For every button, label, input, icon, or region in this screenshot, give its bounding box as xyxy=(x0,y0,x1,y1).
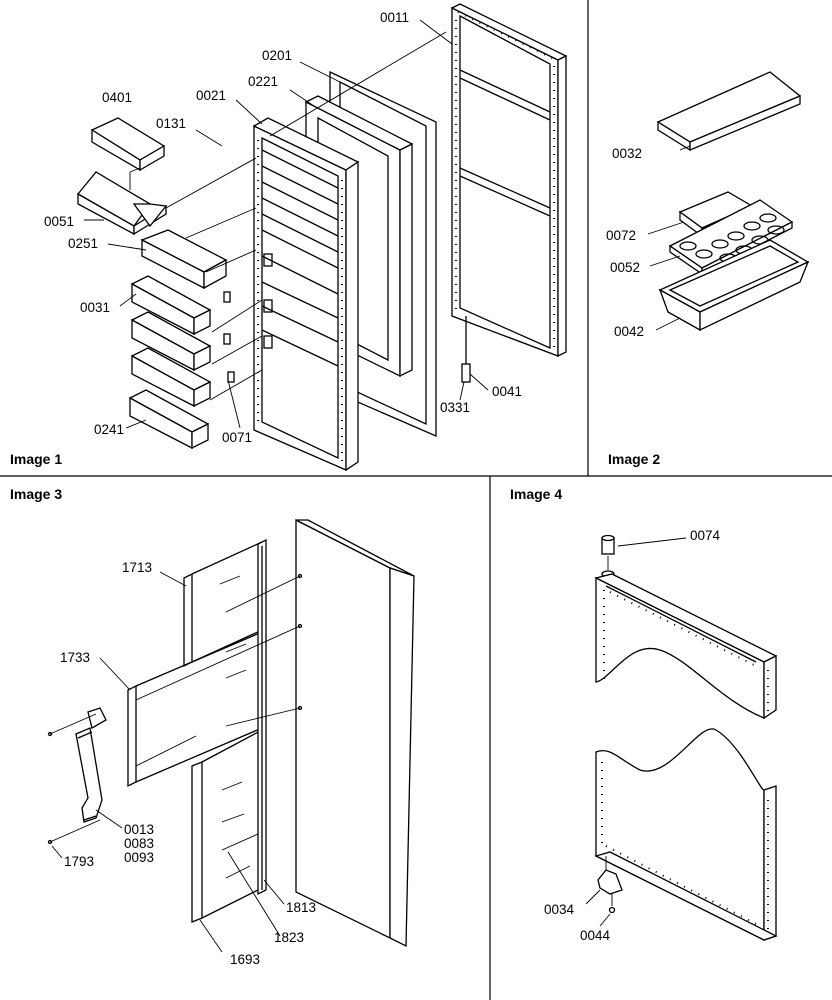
callout-0021: 0021 xyxy=(196,88,226,103)
hinge-bushing xyxy=(461,363,471,383)
callout-0041: 0041 xyxy=(492,384,522,399)
door-bin-0031-lower xyxy=(130,347,212,408)
bin-clip xyxy=(223,291,231,303)
image-3-handle-assembly xyxy=(47,518,415,953)
callout-0072: 0072 xyxy=(606,228,636,243)
door-bin-0241 xyxy=(128,389,210,450)
door-handle-0013 xyxy=(75,707,107,823)
top-hinge-pin-0074 xyxy=(601,534,687,578)
callout-1693: 1693 xyxy=(230,952,260,967)
crisper-bin-0042 xyxy=(658,239,810,332)
dairy-bin-0051 xyxy=(77,171,168,236)
callout-0052: 0052 xyxy=(610,260,640,275)
image-3-screw-lines xyxy=(47,573,303,879)
callout-0034: 0034 xyxy=(544,902,575,917)
trim-rail-1713 xyxy=(183,541,263,668)
trim-rail-1693 xyxy=(191,729,263,923)
image-2-accessories xyxy=(647,71,810,332)
callout-1813: 1813 xyxy=(286,900,316,915)
callout-1823: 1823 xyxy=(274,930,304,945)
trim-rail-1733 xyxy=(127,631,263,788)
callout-0241: 0241 xyxy=(94,422,124,437)
image-3-leader-lines xyxy=(51,571,285,953)
callout-0011: 0011 xyxy=(380,10,409,25)
dairy-door-bin-0401 xyxy=(90,117,166,172)
door-bin-0031-top xyxy=(130,275,212,336)
door-upper-section xyxy=(594,573,778,720)
bin-clip xyxy=(227,371,235,383)
callout-0251: 0251 xyxy=(68,236,98,251)
callout-0083: 0083 xyxy=(124,836,154,851)
callout-0201: 0201 xyxy=(262,48,292,63)
bin-clip xyxy=(223,333,231,345)
callout-0093: 0093 xyxy=(124,850,154,865)
callout-0331: 0331 xyxy=(440,400,470,415)
panel-title-image-2: Image 2 xyxy=(608,451,660,467)
shelf-cover-0032 xyxy=(656,71,802,152)
door-slab xyxy=(295,518,415,948)
image-1-leader-lines xyxy=(84,19,489,429)
door-bin-0031-middle xyxy=(130,311,212,372)
panel-title-image-3: Image 3 xyxy=(10,486,62,502)
image-1-door-assembly xyxy=(77,3,568,472)
image-2-leader-lines xyxy=(647,145,691,331)
door-bin-0251 xyxy=(140,229,228,290)
outer-door-panel xyxy=(450,3,568,380)
callout-labels: 0011 0201 0221 0021 0401 0131 0051 0251 … xyxy=(44,10,721,967)
callout-0051: 0051 xyxy=(44,214,74,229)
callout-0013: 0013 xyxy=(124,822,154,837)
callout-0401: 0401 xyxy=(102,90,132,105)
callout-0032: 0032 xyxy=(612,146,642,161)
callout-1733: 1733 xyxy=(60,650,90,665)
callout-0042: 0042 xyxy=(614,324,644,339)
callout-0074: 0074 xyxy=(690,528,721,543)
inner-door-liner xyxy=(252,117,360,472)
panel-title-image-4: Image 4 xyxy=(510,486,562,502)
callout-0131: 0131 xyxy=(156,116,186,131)
callout-0221: 0221 xyxy=(248,74,278,89)
bottom-hinge-0034 xyxy=(585,856,623,927)
panel-title-image-1: Image 1 xyxy=(10,451,62,467)
door-lower-section xyxy=(594,728,778,942)
callout-0044: 0044 xyxy=(580,928,611,943)
callout-1713: 1713 xyxy=(122,560,152,575)
callout-1793: 1793 xyxy=(64,854,94,869)
callout-0071: 0071 xyxy=(222,430,252,445)
callout-0031: 0031 xyxy=(80,300,110,315)
image-4-hinge-assembly xyxy=(585,534,778,942)
